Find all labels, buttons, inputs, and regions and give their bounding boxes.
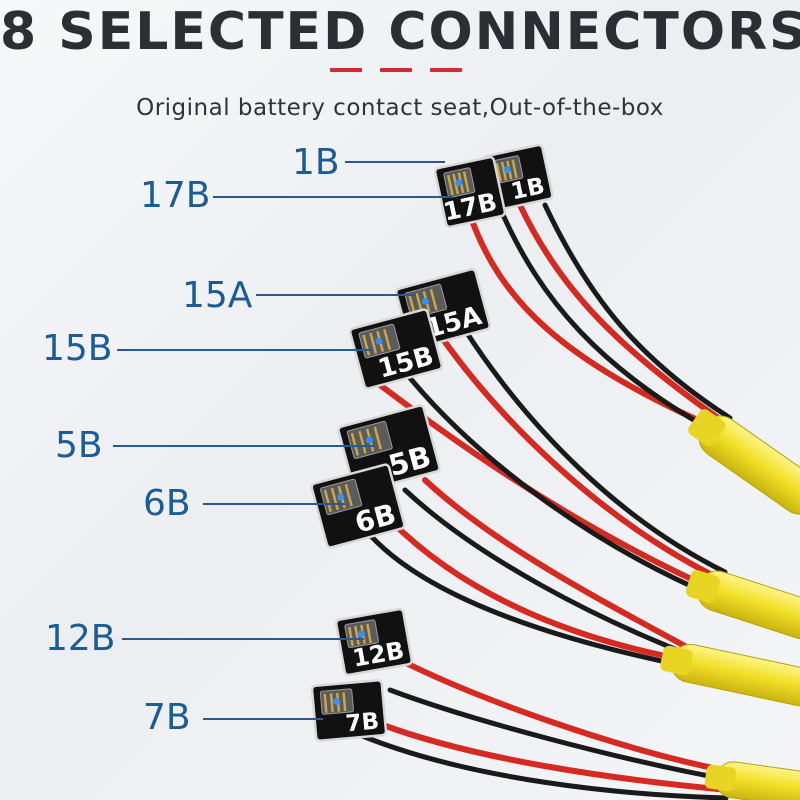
leader-line-5b — [113, 445, 375, 447]
yellow-sleeve-4 — [704, 761, 800, 800]
dash-2 — [380, 68, 412, 72]
wire-14 — [397, 657, 735, 775]
contact-pin — [329, 693, 334, 713]
wire-4 — [542, 202, 733, 421]
wire-11 — [402, 487, 693, 658]
contact-pin — [366, 623, 372, 643]
wire-15 — [367, 717, 731, 793]
contact-pin — [369, 332, 378, 354]
wire-16 — [357, 732, 729, 800]
connector-board-6b: 6B — [310, 463, 406, 549]
connector-label-6b: 6B — [143, 483, 191, 524]
contact-pin — [415, 292, 424, 314]
leader-line-6b — [203, 503, 345, 505]
wire-7 — [437, 332, 725, 583]
page-title: 8 SELECTED CONNECTORS — [0, 2, 800, 62]
connector-label-17b: 17B — [140, 175, 211, 216]
connector-board-12b: 12B — [335, 607, 413, 677]
contact-pin — [358, 430, 367, 454]
wire-3 — [517, 202, 731, 428]
blue-marker-dot — [421, 297, 429, 305]
contact-pin — [511, 159, 518, 179]
connector-board-7b: 7B — [310, 679, 388, 742]
contact-pin — [330, 487, 339, 511]
connector-board-17b: 17B — [433, 155, 507, 229]
contact-pin — [495, 162, 502, 182]
sleeve-taper — [704, 764, 737, 792]
yellow-sleeve-1 — [688, 409, 800, 515]
contact-pin — [323, 693, 328, 713]
wire-8 — [462, 327, 728, 575]
contact-pin — [408, 294, 417, 316]
sleeve-taper — [685, 570, 720, 603]
contact-pin — [348, 626, 354, 647]
contact-pin — [452, 173, 460, 195]
dash-3 — [430, 68, 462, 72]
contact-pin — [354, 625, 360, 645]
leader-line-15b — [117, 349, 372, 351]
blue-marker-dot — [357, 630, 365, 638]
connector-label-5b: 5B — [55, 425, 103, 466]
wire-1 — [467, 212, 723, 433]
blue-marker-dot — [365, 436, 373, 444]
wire-13 — [387, 687, 733, 783]
leader-line-12b — [122, 638, 364, 640]
blue-marker-dot — [337, 493, 345, 501]
wire-10 — [387, 517, 688, 663]
blue-marker-dot — [375, 337, 383, 345]
subtitle: Original battery contact seat,Out-of-the… — [136, 95, 664, 121]
wire-12 — [422, 477, 695, 653]
blue-marker-dot — [455, 179, 463, 187]
blue-marker-dot — [503, 166, 511, 174]
contact-pin — [429, 289, 438, 311]
board-label-7b: 7B — [345, 708, 381, 737]
leader-line-17b — [213, 196, 453, 198]
connector-label-1b: 1B — [292, 142, 340, 183]
wire-9 — [367, 532, 683, 668]
leader-line-15a — [256, 294, 416, 296]
leader-line-7b — [203, 718, 323, 720]
cable-bundles — [357, 202, 800, 800]
wire-2 — [497, 205, 728, 441]
leader-line-1b — [345, 161, 445, 163]
blue-marker-dot — [333, 698, 341, 706]
sleeve-taper — [660, 645, 693, 676]
connector-label-15a: 15A — [182, 275, 253, 316]
contact-pin — [344, 484, 353, 507]
yellow-sleeve-3 — [660, 643, 800, 707]
contact-pin — [500, 161, 508, 181]
contact-pin — [447, 174, 454, 196]
title-underline-dashes — [0, 68, 800, 74]
contact-pin — [350, 432, 360, 456]
sleeve-taper — [688, 409, 726, 447]
connector-label-15b: 15B — [42, 328, 113, 369]
contact-pin — [342, 692, 347, 712]
contact-pin — [323, 489, 332, 512]
contact-pin — [383, 329, 392, 351]
contact-pin — [373, 426, 383, 450]
connector-board-15b: 15B — [348, 308, 444, 390]
yellow-sleeve-2 — [685, 570, 800, 640]
dash-1 — [330, 68, 362, 72]
connector-label-7b: 7B — [143, 697, 191, 738]
contact-pin — [462, 171, 470, 192]
wire-6 — [407, 375, 721, 601]
connector-label-12b: 12B — [45, 618, 116, 659]
